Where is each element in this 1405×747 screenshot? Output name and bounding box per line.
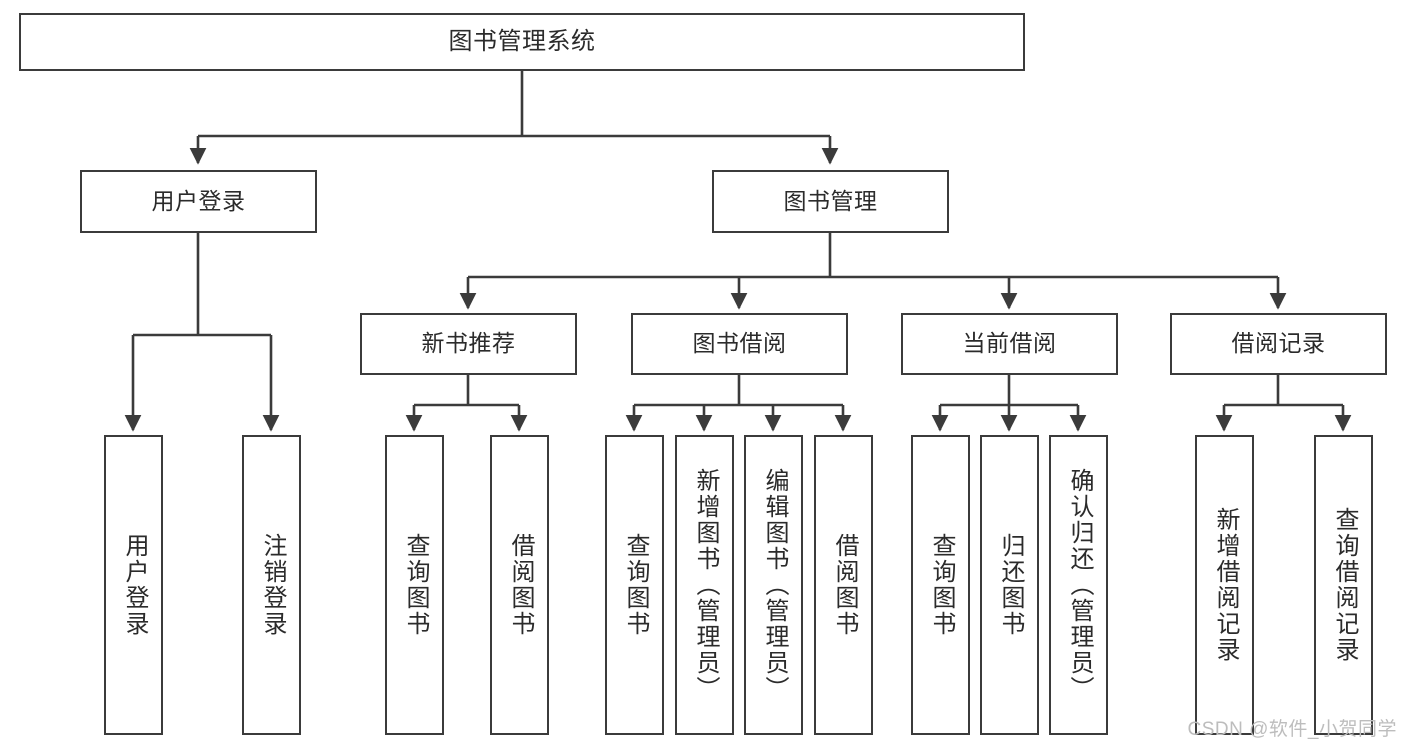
node-root[interactable]: 图书管理系统 (19, 13, 1025, 71)
node-leaf-confirm-return-label: 确认归还（管理员） (1065, 468, 1093, 702)
node-leaf-logout-label: 注销登录 (258, 533, 286, 637)
csdn-watermark: CSDN @软件_小贺同学 (1187, 719, 1397, 740)
node-leaf-query-book-1-label: 查询图书 (401, 533, 429, 637)
node-book-borrow-label: 图书借阅 (692, 330, 787, 357)
node-leaf-add-book[interactable]: 新增图书（管理员） (675, 435, 734, 735)
node-leaf-add-record[interactable]: 新增借阅记录 (1195, 435, 1254, 735)
node-leaf-user-login[interactable]: 用户登录 (104, 435, 163, 735)
node-leaf-return-book[interactable]: 归还图书 (980, 435, 1039, 735)
node-leaf-borrow-book-1-label: 借阅图书 (506, 533, 534, 637)
node-leaf-query-record[interactable]: 查询借阅记录 (1314, 435, 1373, 735)
node-leaf-query-book-3[interactable]: 查询图书 (911, 435, 970, 735)
node-leaf-edit-book[interactable]: 编辑图书（管理员） (744, 435, 803, 735)
node-new-book-recommend[interactable]: 新书推荐 (360, 313, 577, 375)
node-leaf-query-book-2-label: 查询图书 (621, 533, 649, 637)
node-book-manage[interactable]: 图书管理 (712, 170, 949, 233)
node-leaf-borrow-book-2-label: 借阅图书 (830, 533, 858, 637)
node-leaf-query-book-3-label: 查询图书 (927, 533, 955, 637)
node-leaf-return-book-label: 归还图书 (996, 533, 1024, 637)
node-new-book-recommend-label: 新书推荐 (421, 330, 516, 357)
node-user-login-label: 用户登录 (151, 187, 246, 214)
node-leaf-query-book-1[interactable]: 查询图书 (385, 435, 444, 735)
node-current-borrow[interactable]: 当前借阅 (901, 313, 1118, 375)
node-leaf-borrow-book-1[interactable]: 借阅图书 (490, 435, 549, 735)
node-book-manage-label: 图书管理 (783, 187, 878, 214)
node-leaf-add-book-label: 新增图书（管理员） (691, 468, 719, 702)
node-book-borrow[interactable]: 图书借阅 (631, 313, 848, 375)
node-borrow-record-label: 借阅记录 (1231, 330, 1326, 357)
node-current-borrow-label: 当前借阅 (962, 330, 1057, 357)
node-leaf-query-record-label: 查询借阅记录 (1330, 507, 1358, 663)
node-leaf-edit-book-label: 编辑图书（管理员） (760, 468, 788, 702)
node-root-label: 图书管理系统 (448, 27, 596, 55)
node-borrow-record[interactable]: 借阅记录 (1170, 313, 1387, 375)
node-leaf-add-record-label: 新增借阅记录 (1211, 507, 1239, 663)
node-leaf-borrow-book-2[interactable]: 借阅图书 (814, 435, 873, 735)
node-leaf-confirm-return[interactable]: 确认归还（管理员） (1049, 435, 1108, 735)
node-leaf-logout[interactable]: 注销登录 (242, 435, 301, 735)
node-user-login[interactable]: 用户登录 (80, 170, 317, 233)
node-leaf-user-login-label: 用户登录 (120, 533, 148, 637)
node-leaf-query-book-2[interactable]: 查询图书 (605, 435, 664, 735)
